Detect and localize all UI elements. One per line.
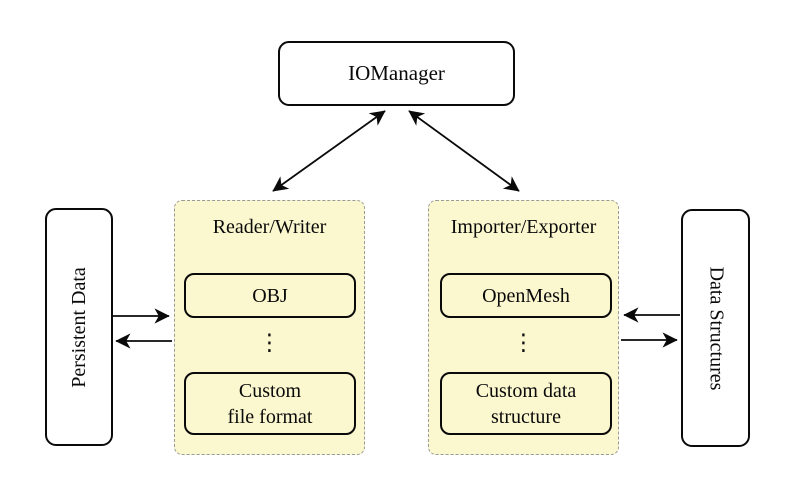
custom-file-format-label: Custom file format bbox=[227, 379, 313, 428]
node-persistent-data: Persistent Data bbox=[45, 208, 113, 446]
arrow-iomanager-importerexporter bbox=[408, 110, 520, 192]
node-data-structures: Data Structures bbox=[681, 209, 750, 447]
node-openmesh: OpenMesh bbox=[440, 273, 612, 318]
data-structures-label: Data Structures bbox=[705, 266, 728, 390]
node-iomanager: IOManager bbox=[278, 41, 515, 106]
ellipsis-vertical-left: ⋮ bbox=[258, 330, 281, 356]
persistent-data-label: Persistent Data bbox=[67, 266, 90, 388]
arrow-iomanager-readerwriter bbox=[272, 110, 386, 192]
openmesh-label: OpenMesh bbox=[482, 284, 570, 307]
iomanager-label: IOManager bbox=[348, 61, 445, 85]
ellipsis-vertical-right: ⋮ bbox=[512, 330, 535, 356]
group-reader-writer: Reader/Writer OBJ ⋮ Custom file format bbox=[174, 200, 365, 455]
obj-label: OBJ bbox=[252, 284, 288, 307]
node-custom-file-format: Custom file format bbox=[184, 372, 356, 435]
group-importer-exporter: Importer/Exporter OpenMesh ⋮ Custom data… bbox=[428, 200, 619, 455]
node-custom-data-structure: Custom data structure bbox=[440, 372, 612, 435]
custom-data-structure-label: Custom data structure bbox=[475, 379, 577, 428]
node-obj: OBJ bbox=[184, 273, 356, 318]
group-reader-writer-title: Reader/Writer bbox=[212, 216, 327, 238]
group-importer-exporter-title: Importer/Exporter bbox=[450, 216, 597, 238]
